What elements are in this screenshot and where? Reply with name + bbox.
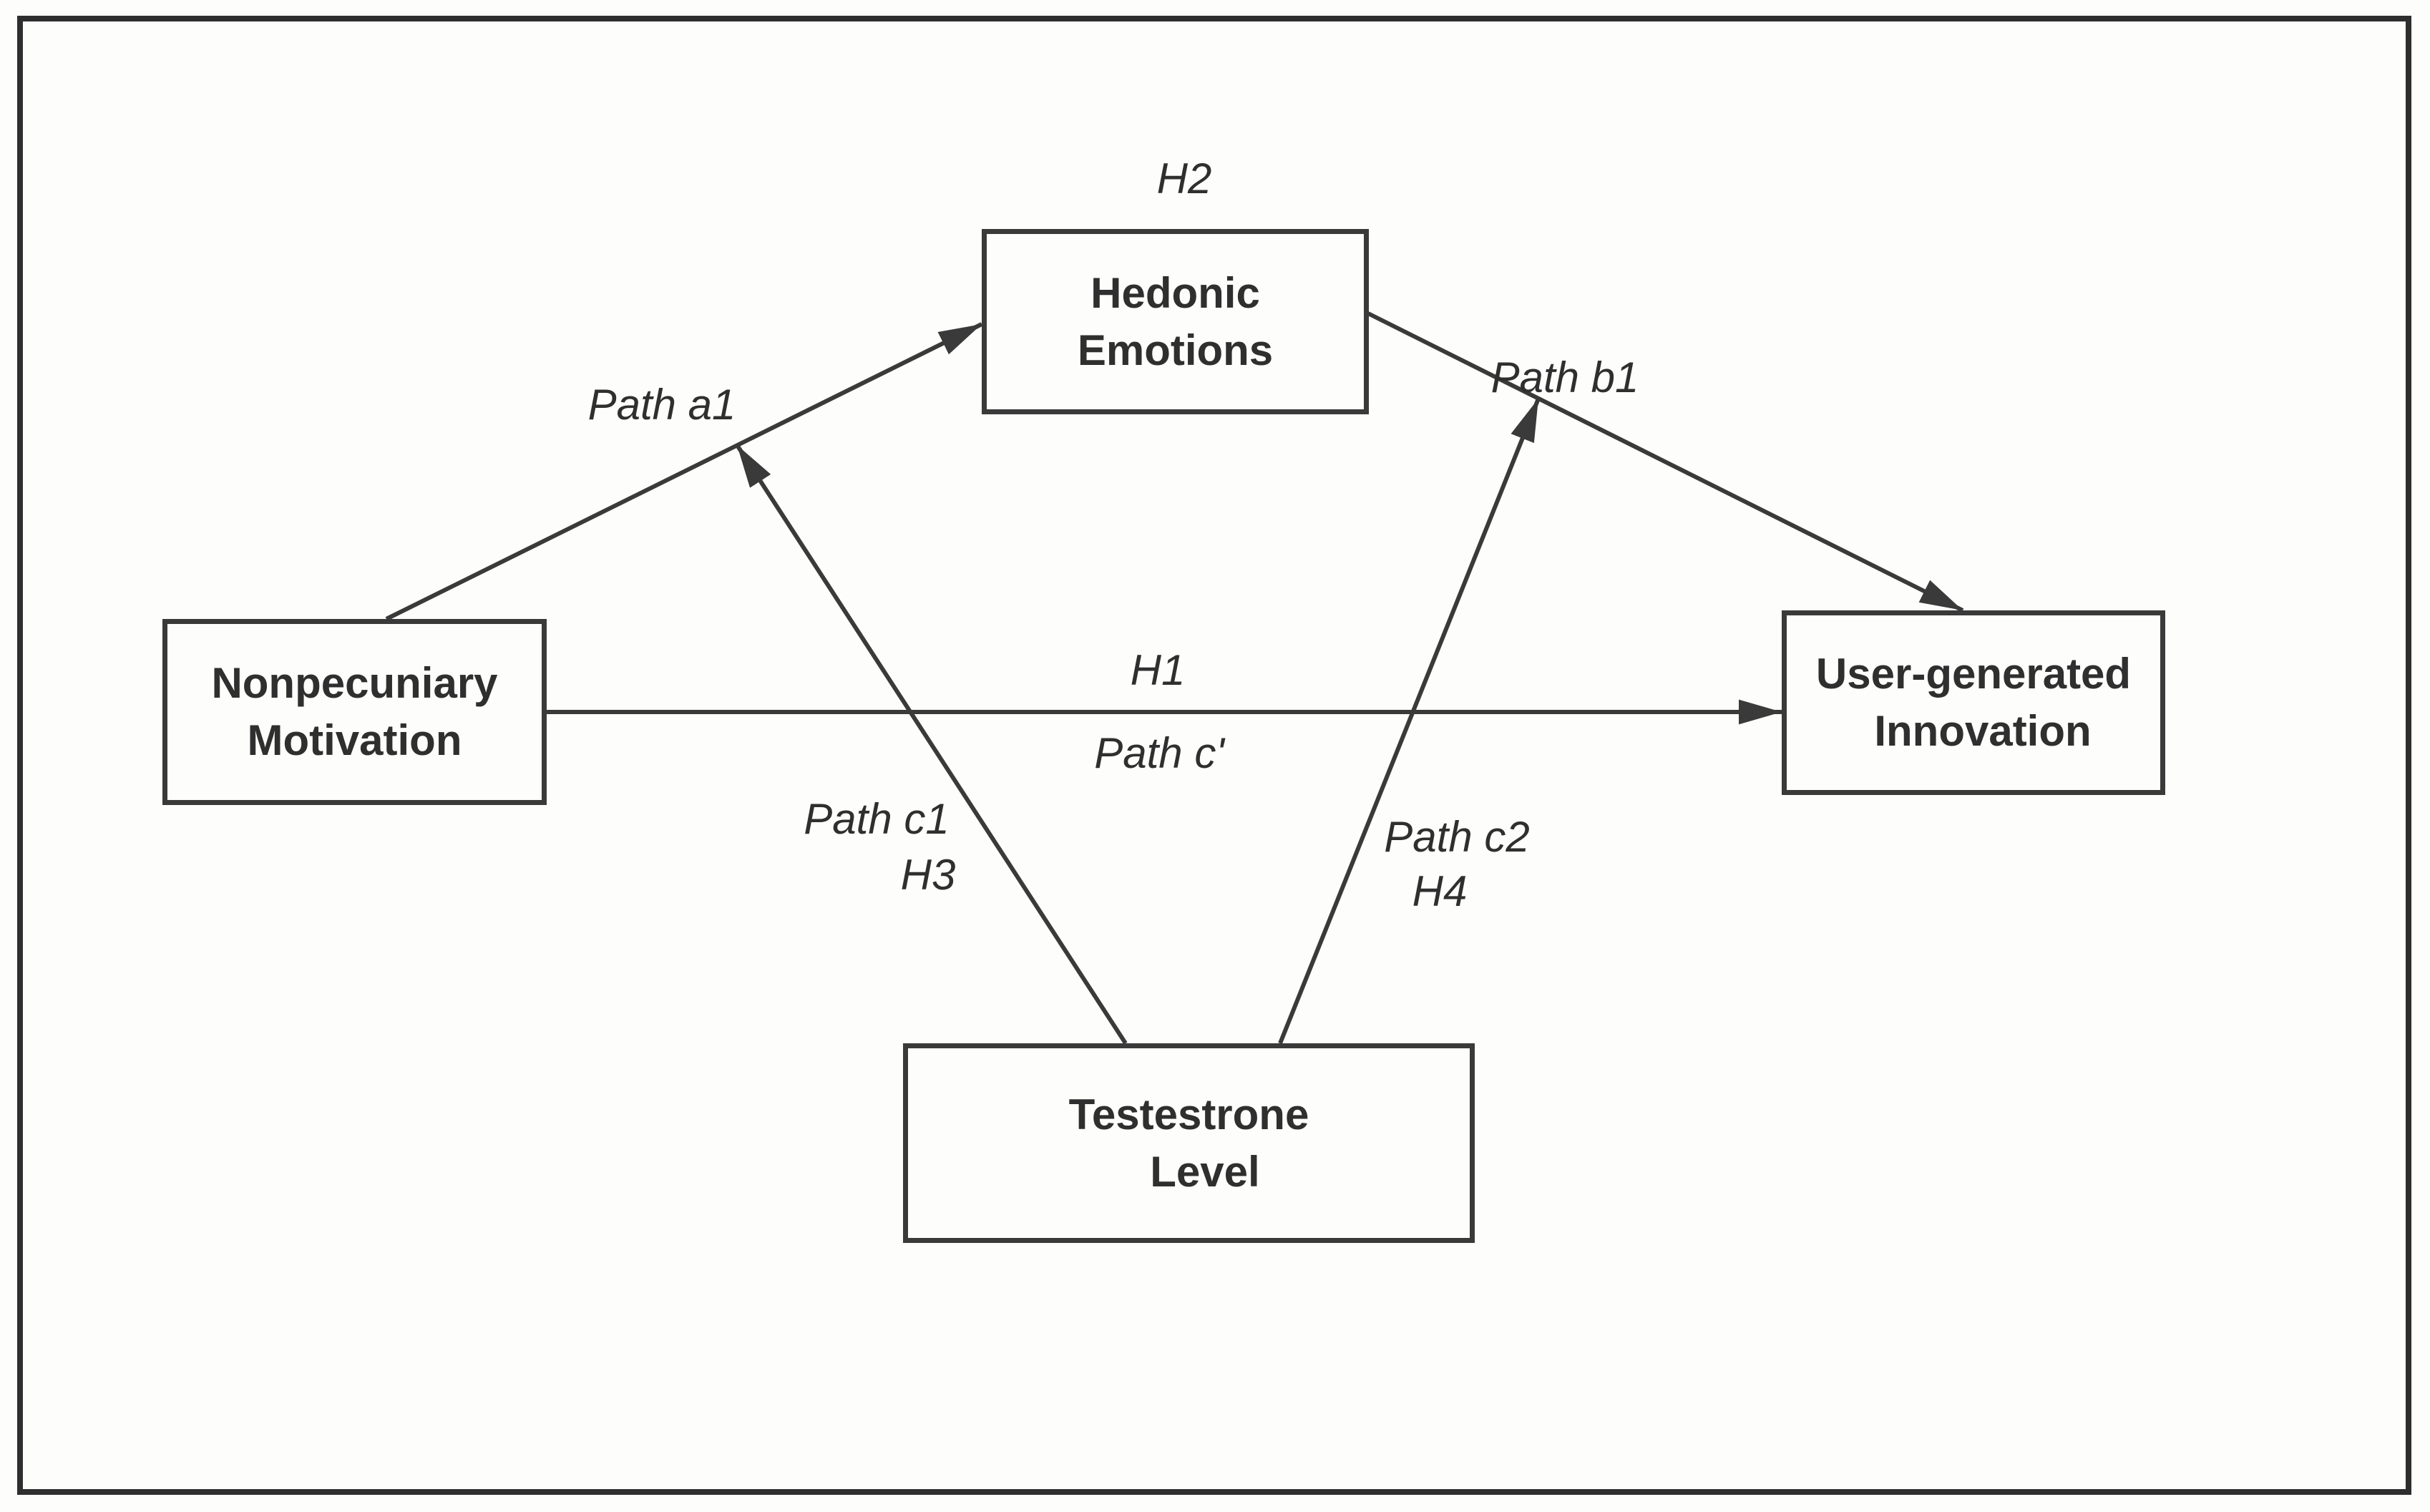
label-path-c1: Path c1 — [804, 795, 950, 843]
node-label-line: Motivation — [247, 716, 462, 764]
label-path-c2: Path c2 — [1384, 813, 1530, 861]
arrow-path-b1 — [1367, 311, 1964, 613]
node-testestrone-level: Testestrone Level — [903, 1043, 1475, 1243]
arrow-path-c1 — [735, 444, 1128, 1045]
label-h4: H4 — [1412, 867, 1468, 915]
label-h1: H1 — [1130, 646, 1186, 694]
arrow-path-c2 — [1278, 397, 1541, 1045]
node-label-line: Level — [1150, 1147, 1260, 1196]
node-user-generated-innovation: User-generated Innovation — [1782, 610, 2165, 795]
label-path-c-prime: Path c' — [1094, 729, 1224, 777]
arrow-path-a1 — [385, 322, 983, 621]
node-label-line: Emotions — [1077, 326, 1274, 374]
label-path-a1: Path a1 — [587, 381, 736, 429]
node-label-line: User-generated — [1815, 650, 2132, 698]
node-hedonic-emotions: Hedonic Emotions — [982, 229, 1369, 414]
label-h3: H3 — [900, 851, 956, 899]
label-h2: H2 — [1156, 155, 1212, 203]
node-label-line: Innovation — [1874, 707, 2092, 755]
node-label-line: Hedonic — [1090, 268, 1260, 317]
label-path-b1: Path b1 — [1490, 353, 1639, 401]
node-nonpecuniary-motivation: Nonpecuniary Motivation — [162, 619, 547, 805]
node-label-line: Nonpecuniary — [211, 659, 498, 707]
node-label-line: Testestrone — [1068, 1090, 1309, 1138]
